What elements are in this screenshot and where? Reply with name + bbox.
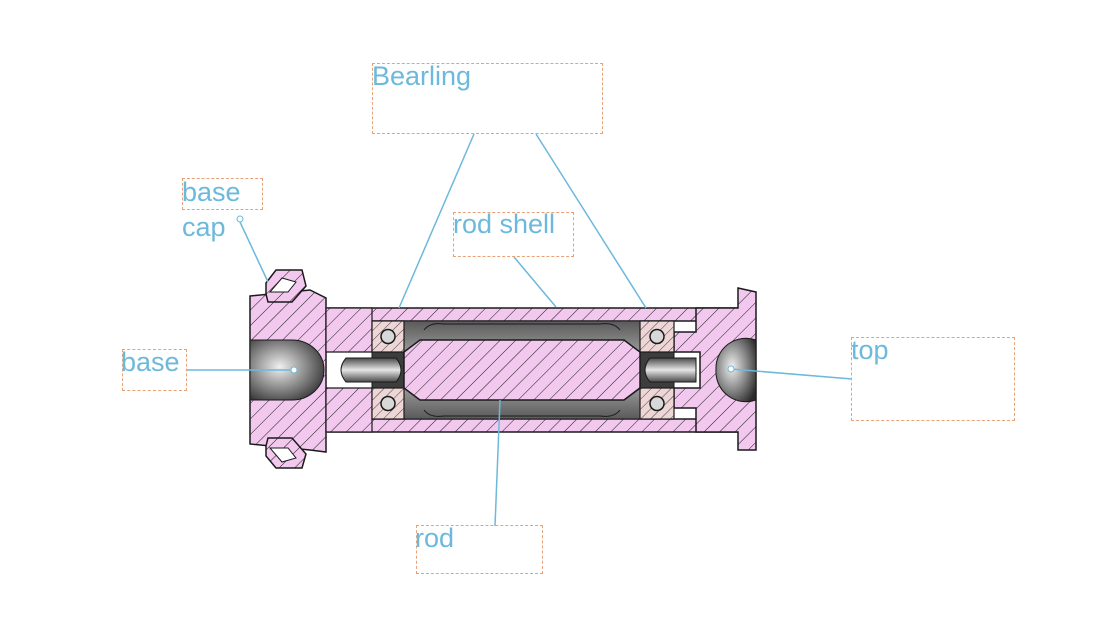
base-part-section bbox=[249, 289, 373, 453]
anchor-point-base bbox=[290, 366, 298, 374]
anchor-point-top bbox=[727, 365, 735, 373]
callout-box-base-cap bbox=[182, 178, 263, 210]
leader-anchor-points bbox=[236, 215, 735, 374]
base-cap-section bbox=[265, 269, 307, 469]
leader-line-base-cap bbox=[239, 221, 269, 283]
bearings bbox=[371, 320, 675, 420]
rod-shell-bottom-wall bbox=[327, 418, 741, 433]
leader-line-bearing-left bbox=[398, 133, 475, 309]
rod-left-pin bbox=[340, 357, 402, 383]
label-base: base bbox=[121, 347, 180, 377]
bearing-ball bbox=[380, 395, 396, 412]
bearing-left-top bbox=[371, 320, 405, 353]
leader-line-bearing-right bbox=[535, 133, 647, 309]
bearing-left-bottom bbox=[371, 387, 405, 420]
bearing-right-bottom bbox=[639, 387, 675, 420]
rod-shell-top-wall bbox=[327, 307, 741, 322]
leader-line-rod-shell bbox=[513, 256, 557, 308]
callout-box-rod bbox=[416, 525, 543, 574]
bearing-ball bbox=[380, 328, 396, 345]
label-bearing: Bearling bbox=[372, 61, 472, 91]
bearing-ball bbox=[649, 328, 665, 345]
rod-body bbox=[403, 339, 641, 401]
leader-line-rod bbox=[494, 399, 501, 527]
rod-right-pin bbox=[644, 357, 697, 383]
callout-box-base bbox=[122, 349, 187, 391]
leader-line-top bbox=[730, 368, 853, 380]
label-rod: rod bbox=[415, 523, 455, 553]
leader-lines bbox=[186, 133, 853, 527]
callout-box-bearing bbox=[372, 63, 603, 134]
label-rod-shell: rod shell bbox=[453, 209, 556, 239]
label-base-cap-line2: cap bbox=[182, 212, 226, 242]
callout-box-top bbox=[851, 337, 1015, 421]
anchor-point-base-cap bbox=[236, 215, 244, 223]
rod-section bbox=[340, 339, 697, 401]
label-top: top bbox=[851, 335, 889, 365]
bearing-ball bbox=[649, 395, 665, 412]
callout-box-rod-shell bbox=[453, 212, 574, 257]
bearing-right-top bbox=[639, 320, 675, 353]
label-base-cap-line1: base bbox=[182, 177, 241, 207]
